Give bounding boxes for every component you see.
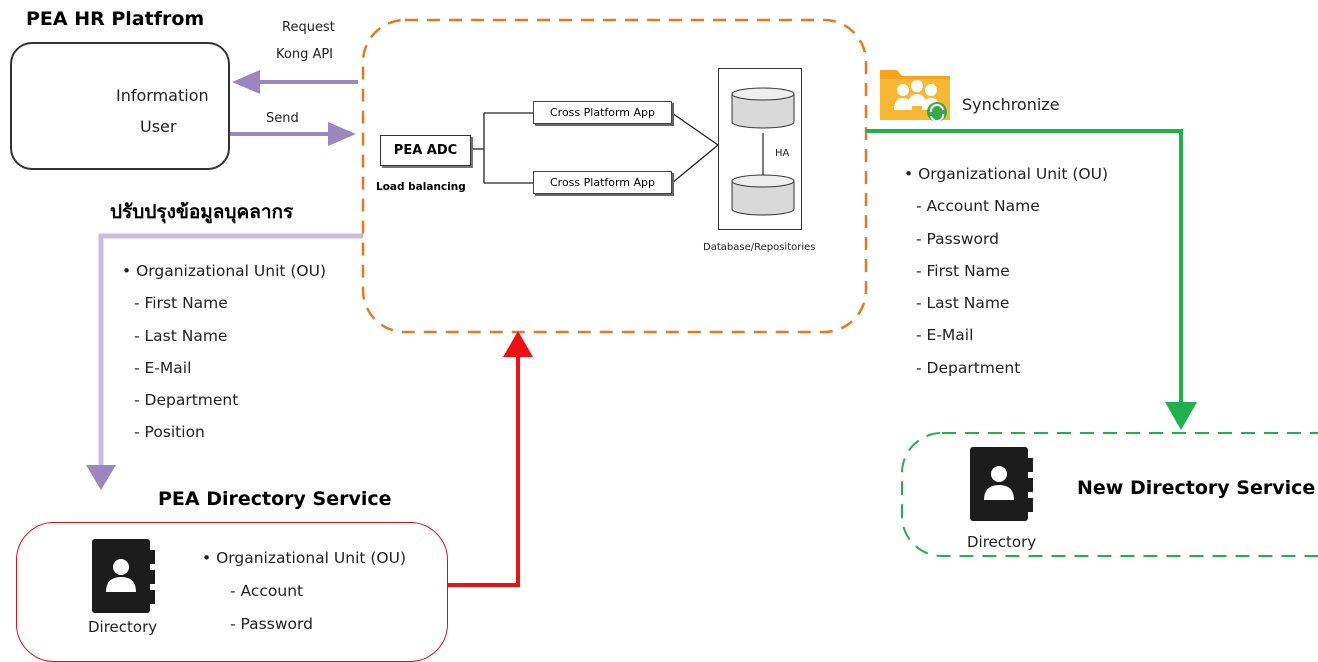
pea-directory-item: • Organizational Unit (OU): [202, 549, 407, 567]
sync-item: - Account Name: [916, 197, 1040, 216]
sync-item: • Organizational Unit (OU): [904, 165, 1109, 183]
hr-platform-title: PEA HR Platfrom: [26, 8, 205, 30]
update-arrow: [86, 233, 363, 490]
directory-to-system-arrow: [447, 331, 533, 587]
request-label: Request: [282, 20, 335, 35]
ha-label: HA: [775, 148, 790, 159]
request-arrow: [232, 70, 358, 94]
pea-directory-item: - Password: [230, 615, 313, 633]
send-label: Send: [266, 111, 299, 126]
update-item: - Department: [134, 391, 239, 410]
hr-platform-box: [10, 42, 230, 170]
database-cylinder-1: [731, 87, 795, 129]
new-directory-title: New Directory Service: [1077, 477, 1316, 499]
load-balancing-label: Load balancing: [376, 181, 466, 193]
sync-item: - E-Mail: [916, 326, 974, 345]
user-label-user: User: [140, 117, 177, 136]
pea-directory-item: - Account: [230, 582, 304, 600]
update-item: - Last Name: [134, 326, 228, 345]
system-container: [361, 18, 868, 334]
adc-app-connectors: [471, 112, 719, 184]
directory-book-icon: [92, 539, 155, 613]
database-label: Database/Repositories: [703, 242, 816, 253]
sync-folder-icon: [880, 70, 950, 123]
cross-platform-app-2: Cross Platform App: [533, 171, 672, 194]
pea-directory-title: PEA Directory Service: [158, 488, 392, 510]
pea-directory-label: Directory: [88, 618, 158, 636]
user-label-information: Information: [116, 86, 209, 105]
new-directory-book-icon: [970, 447, 1033, 521]
sync-item: - Department: [916, 358, 1021, 377]
database-frame: [718, 68, 802, 230]
synchronize-arrow: [866, 129, 1197, 430]
sync-item: - First Name: [916, 261, 1010, 280]
pea-directory-field-list: • Organizational Unit (OU) - Account - P…: [202, 542, 406, 641]
sync-item: - Password: [916, 229, 999, 248]
new-directory-label: Directory: [967, 533, 1037, 551]
sync-field-list: • Organizational Unit (OU) - Account Nam…: [904, 158, 1108, 384]
synchronize-label: Synchronize: [962, 95, 1060, 114]
update-field-list: • Organizational Unit (OU) - First Name …: [122, 255, 326, 449]
update-item: - E-Mail: [134, 358, 192, 377]
update-heading: ปรับปรุงข้อมูลบุคลากร: [110, 201, 294, 223]
update-item: • Organizational Unit (OU): [122, 262, 327, 280]
kong-api-label: Kong API: [276, 47, 334, 62]
update-item: - First Name: [134, 294, 228, 313]
new-directory-container: [901, 432, 1318, 557]
send-arrow: [228, 122, 356, 146]
update-item: - Position: [134, 423, 205, 442]
database-cylinder-2: [731, 174, 795, 216]
sync-item: - Last Name: [916, 294, 1010, 313]
pea-adc-box: PEA ADC: [380, 135, 471, 166]
cross-platform-app-1: Cross Platform App: [533, 101, 672, 124]
